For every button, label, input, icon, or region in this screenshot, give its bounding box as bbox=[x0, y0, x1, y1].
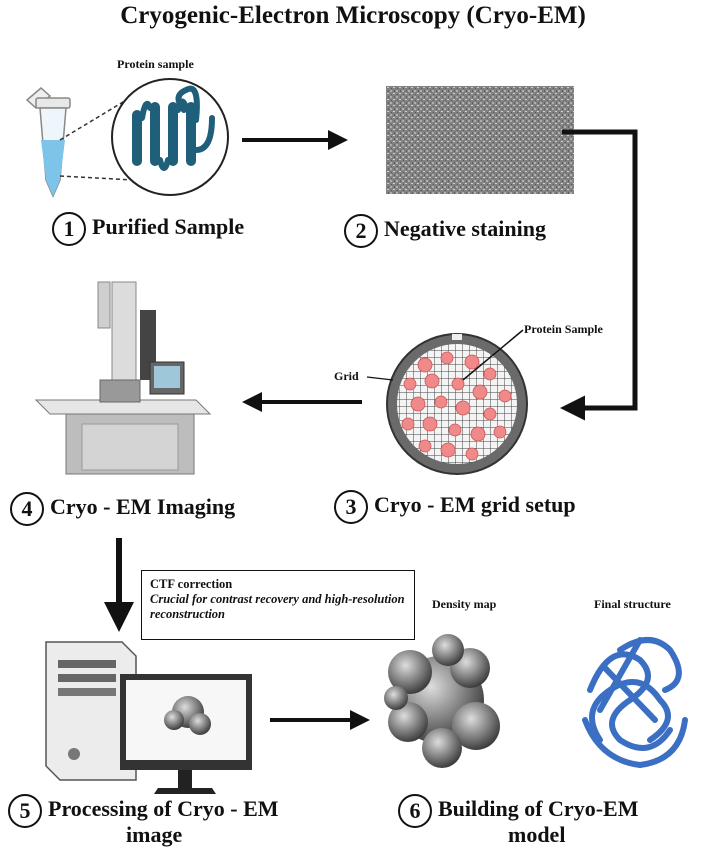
grid-label: Grid bbox=[334, 369, 359, 383]
step-2-label: Negative staining bbox=[384, 216, 546, 242]
density-map-label: Density map bbox=[432, 597, 497, 611]
sample-tube-icon bbox=[25, 87, 71, 198]
protein-sample-icon bbox=[111, 78, 229, 196]
final-structure-label: Final structure bbox=[594, 597, 671, 611]
density-map-icon bbox=[384, 634, 500, 768]
ctf-description: Crucial for contrast recovery and high-r… bbox=[150, 592, 405, 621]
protein-sample-label: Protein sample bbox=[117, 57, 194, 71]
step-6-label-line2: model bbox=[508, 822, 566, 847]
step-6-number: 6 bbox=[398, 794, 432, 828]
step-5-label-line2: image bbox=[126, 822, 183, 847]
em-grid-icon bbox=[386, 333, 528, 475]
step-1-number: 1 bbox=[52, 212, 86, 246]
computer-icon bbox=[45, 641, 252, 794]
cryo-em-microscope-icon bbox=[34, 281, 212, 475]
step-6-label: Building of Cryo-EM bbox=[438, 796, 639, 822]
negative-stain-image bbox=[386, 86, 574, 194]
step-4-number: 4 bbox=[10, 492, 44, 526]
step-2-number: 2 bbox=[344, 214, 378, 248]
protein-sample-grid-label: Protein Sample bbox=[524, 322, 603, 336]
ctf-correction-box: CTF correction Crucial for contrast reco… bbox=[141, 570, 415, 640]
ctf-title: CTF correction bbox=[150, 577, 233, 591]
step-3-number: 3 bbox=[334, 490, 368, 524]
step-5-number: 5 bbox=[8, 794, 42, 828]
step-4-label: Cryo - EM Imaging bbox=[50, 494, 236, 520]
page-title: Cryogenic-Electron Microscopy (Cryo-EM) bbox=[120, 2, 586, 29]
step-5-label: Processing of Cryo - EM bbox=[48, 796, 279, 822]
final-structure-icon bbox=[582, 637, 688, 769]
step-1-label: Purified Sample bbox=[92, 214, 245, 240]
step-3-label: Cryo - EM grid setup bbox=[374, 492, 576, 518]
